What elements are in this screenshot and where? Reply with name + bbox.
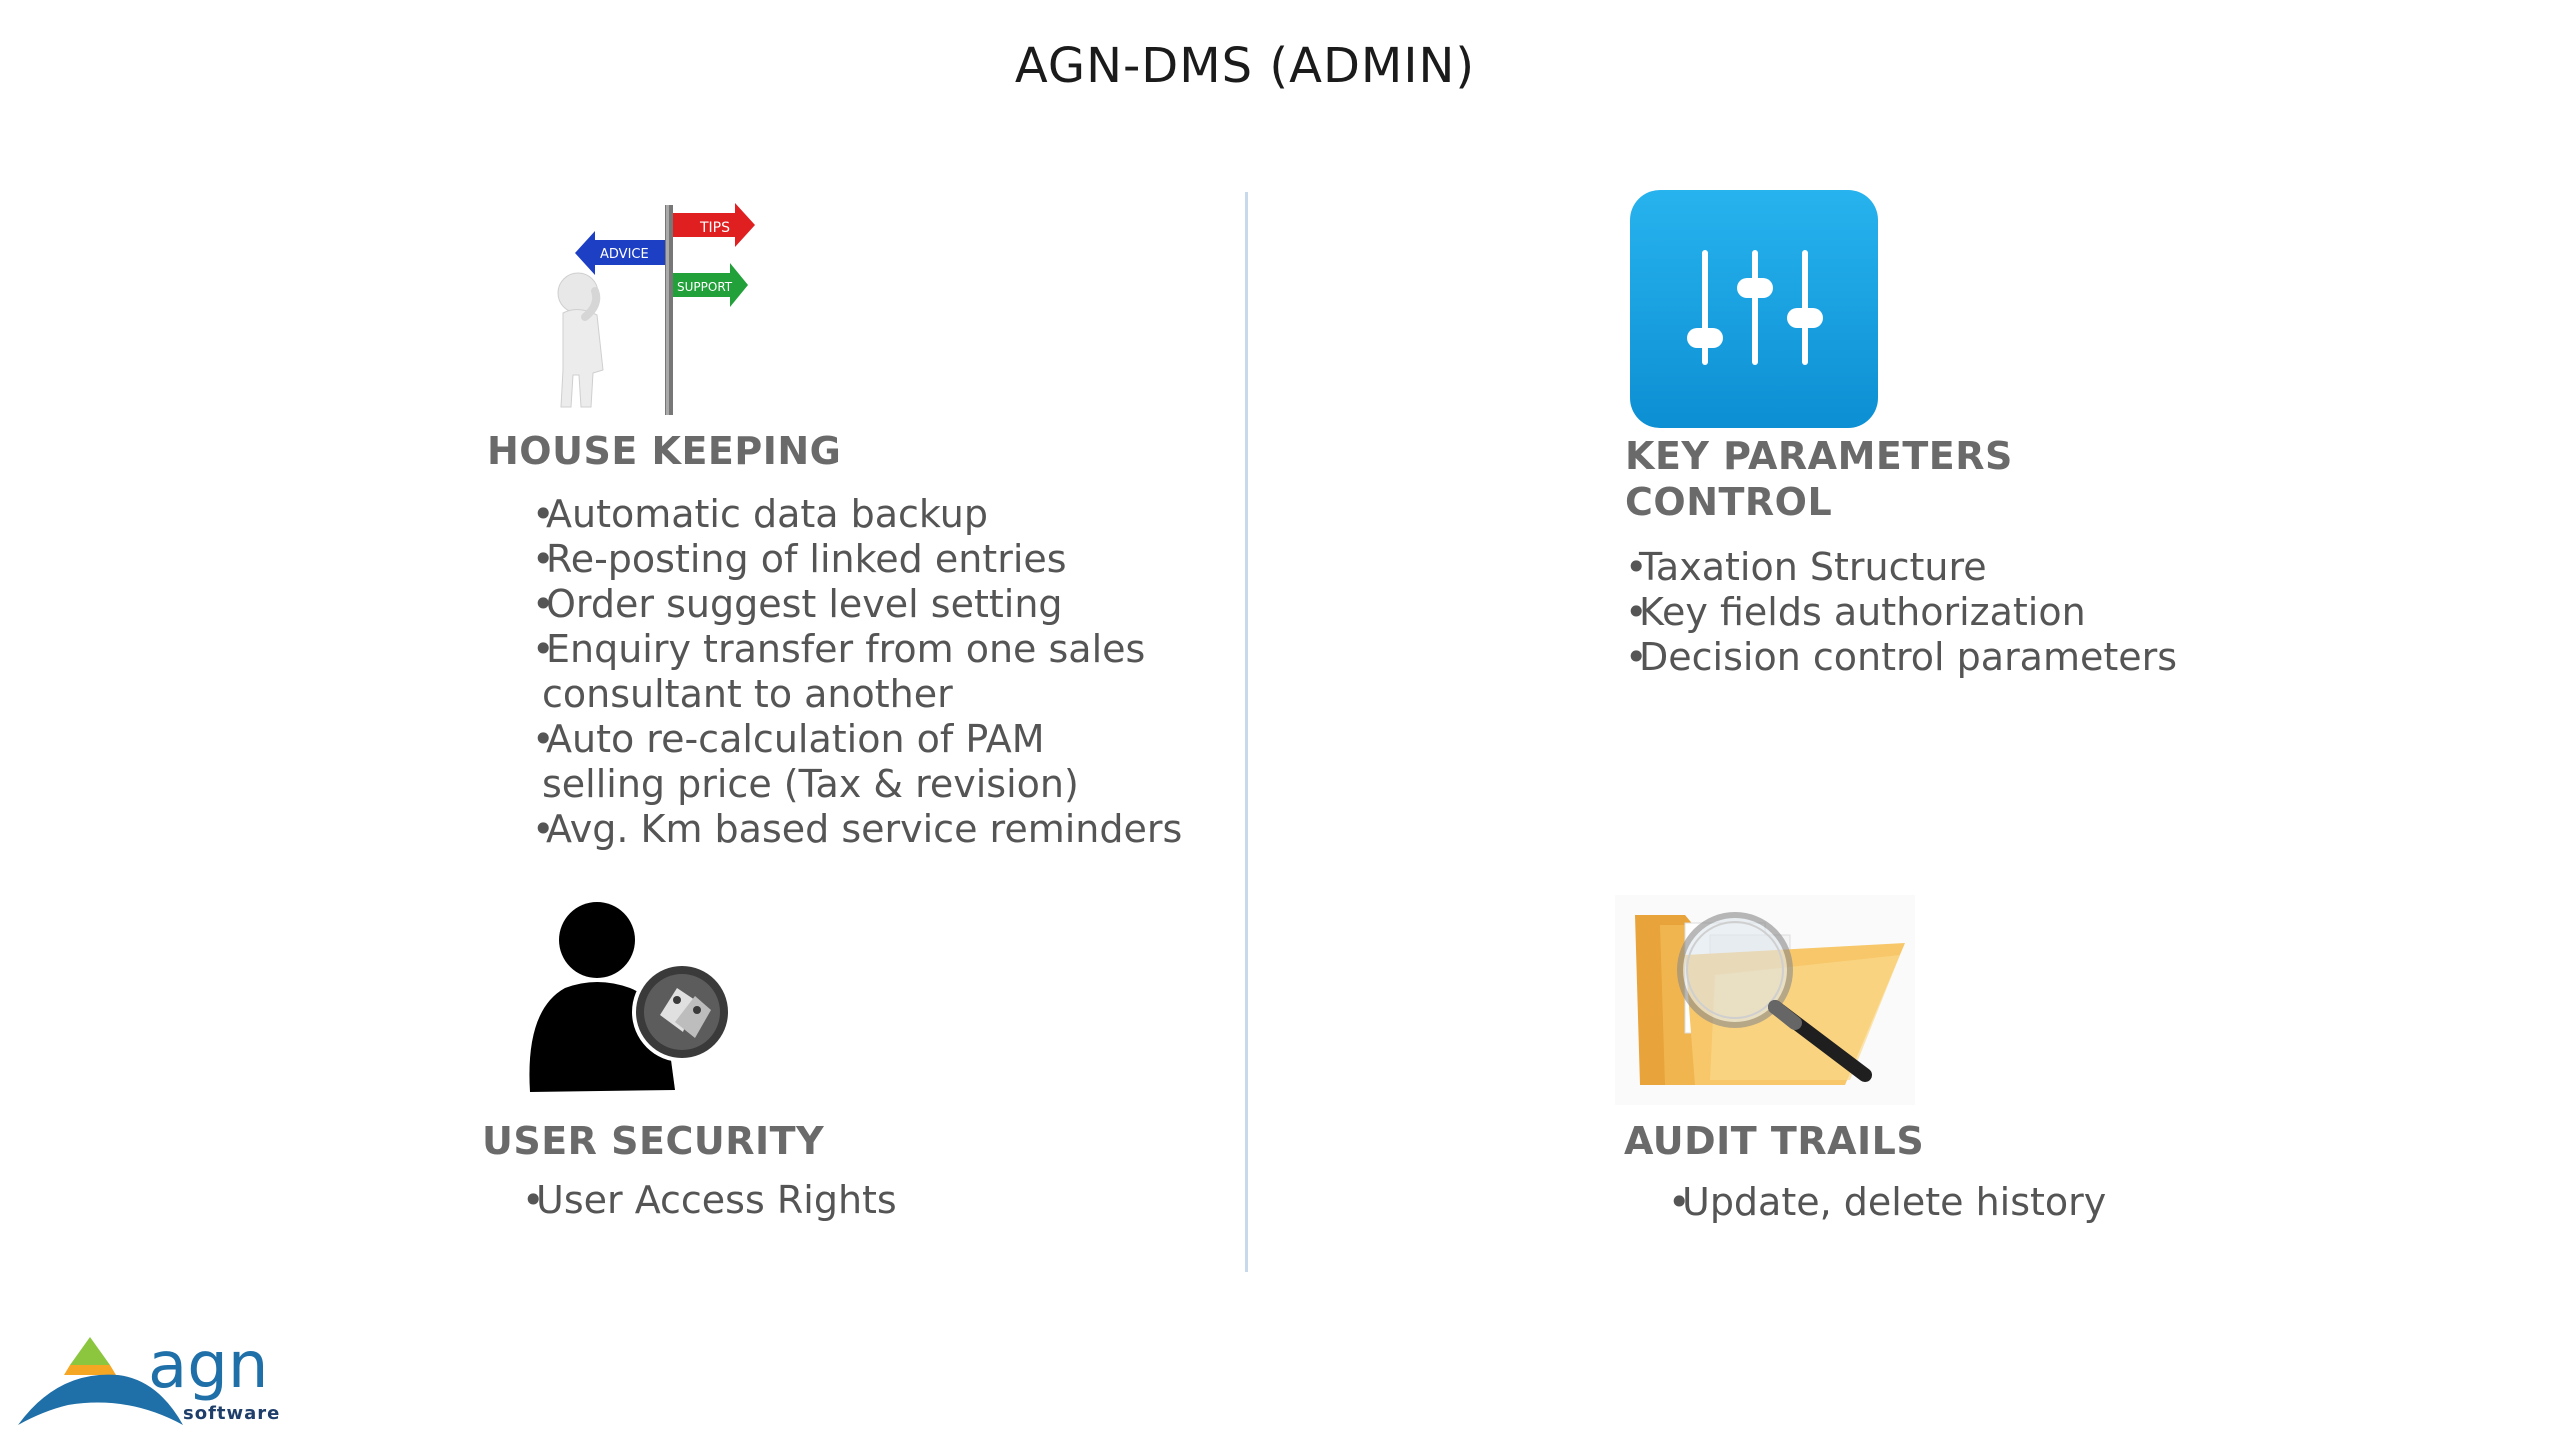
folder-search-icon bbox=[1615, 895, 1915, 1105]
sign-advice-label: ADVICE bbox=[600, 247, 649, 262]
list-item: •Order suggest level setting bbox=[532, 582, 1063, 626]
agn-logo: agn software bbox=[18, 1325, 318, 1435]
house-keeping-section: HOUSE KEEPING bbox=[487, 428, 841, 474]
audit-trails-list: •Update, delete history bbox=[1624, 1180, 2106, 1225]
logo-wordmark: agn bbox=[148, 1329, 268, 1403]
list-item: •Taxation Structure bbox=[1625, 545, 1987, 589]
sign-tips-label: TIPS bbox=[699, 220, 730, 236]
key-parameters-heading: KEY PARAMETERS CONTROL bbox=[1625, 434, 2013, 524]
column-divider bbox=[1245, 192, 1248, 1272]
list-item: •Key fields authorization bbox=[1625, 590, 2086, 634]
audit-trails-heading: AUDIT TRAILS bbox=[1624, 1119, 1925, 1163]
logo-tagline: software bbox=[183, 1403, 280, 1424]
house-keeping-list: •Automatic data backup •Re-posting of li… bbox=[532, 492, 1182, 852]
signpost-icon: TIPS ADVICE SUPPORT bbox=[545, 195, 765, 425]
key-parameters-list: •Taxation Structure •Key fields authoriz… bbox=[1625, 545, 2177, 680]
user-security-heading: USER SECURITY bbox=[482, 1119, 825, 1163]
key-parameters-section: KEY PARAMETERS CONTROL •Taxation Structu… bbox=[1625, 433, 2177, 680]
list-item: •Automatic data backup bbox=[532, 492, 988, 536]
audit-trails-section: AUDIT TRAILS •Update, delete history bbox=[1624, 1118, 2106, 1225]
sliders-icon bbox=[1630, 190, 1878, 428]
list-item: •Decision control parameters bbox=[1625, 635, 2178, 679]
list-item: •User Access Rights bbox=[522, 1178, 897, 1222]
house-keeping-list-wrap: •Automatic data backup •Re-posting of li… bbox=[532, 492, 1182, 852]
user-security-list: •User Access Rights bbox=[482, 1178, 897, 1223]
list-item: •Update, delete history bbox=[1668, 1180, 2107, 1224]
house-keeping-heading: HOUSE KEEPING bbox=[487, 429, 842, 473]
page-title: AGN-DMS (ADMIN) bbox=[1014, 38, 1476, 94]
user-security-section: USER SECURITY •User Access Rights bbox=[482, 1118, 897, 1223]
sign-support-label: SUPPORT bbox=[677, 280, 733, 294]
user-security-icon bbox=[525, 900, 735, 1095]
list-item: •Re-posting of linked entries bbox=[532, 537, 1067, 581]
list-item: •Avg. Km based service reminders bbox=[532, 807, 1183, 851]
